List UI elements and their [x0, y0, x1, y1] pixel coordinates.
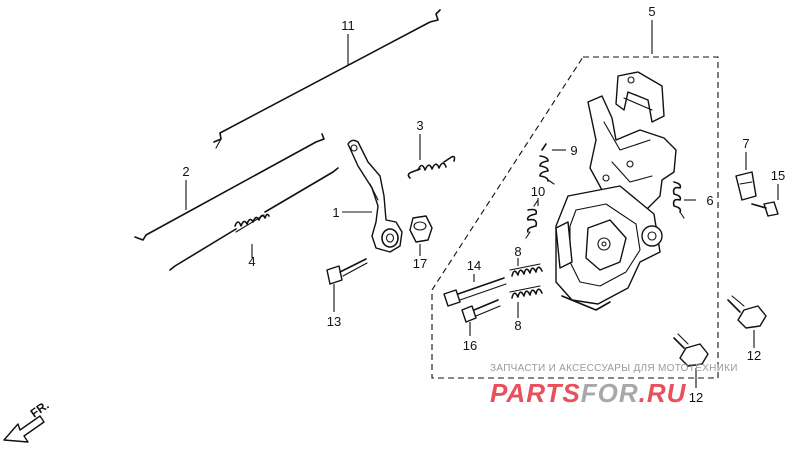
callout-13: 13	[327, 314, 341, 329]
rod-spring-4[interactable]	[169, 167, 339, 271]
callout-5: 5	[648, 4, 655, 19]
arrow-icon	[3, 415, 45, 443]
callout-2: 2	[182, 164, 189, 179]
callout-7: 7	[742, 136, 749, 151]
bolt-14[interactable]	[443, 277, 507, 307]
callout-6: 6	[706, 193, 713, 208]
spring-8-upper[interactable]	[509, 263, 543, 277]
callout-4: 4	[248, 254, 255, 269]
bolt-13[interactable]	[326, 258, 368, 285]
callout-14: 14	[467, 258, 481, 273]
watermark-brand: PARTSFOR.RU	[490, 378, 687, 408]
callout-9: 9	[570, 143, 577, 158]
callout-16: 16	[463, 338, 477, 353]
callout-11: 11	[341, 18, 355, 33]
watermark-brand-ru: .RU	[639, 378, 687, 408]
callout-8-upper: 8	[514, 244, 521, 259]
bolt-15[interactable]	[751, 201, 779, 217]
callout-12-right: 12	[747, 348, 761, 363]
lever-arm-1[interactable]	[347, 139, 403, 253]
spring-6[interactable]	[672, 181, 685, 219]
rod-2[interactable]	[134, 133, 325, 241]
front-direction-arrow: FR.	[3, 398, 52, 443]
callout-1: 1	[332, 205, 339, 220]
flange-bolt-12-lower[interactable]	[673, 333, 709, 367]
callout-8-lower: 8	[514, 318, 521, 333]
control-rod-11[interactable]	[213, 9, 441, 149]
callout-10: 10	[531, 184, 545, 199]
watermark-brand-for: FOR	[581, 378, 639, 408]
callout-12-lower: 12	[689, 390, 703, 405]
assembly-outline	[431, 56, 719, 379]
collar-17[interactable]	[409, 215, 433, 243]
callout-labels: 11 2 4 3 1 5 9 10 8 8 6 7 15 14 16 13 17…	[182, 4, 785, 405]
callout-3: 3	[416, 118, 423, 133]
watermark-brand-parts: PARTS	[490, 378, 581, 408]
watermark-caption: ЗАПЧАСТИ И АКСЕССУАРЫ ДЛЯ МОТОТЕХНИКИ	[490, 363, 738, 374]
leader-lines	[185, 20, 779, 388]
spring-8-lower[interactable]	[509, 285, 543, 299]
callout-17: 17	[413, 256, 427, 271]
watermark: ЗАПЧАСТИ И АКСЕССУАРЫ ДЛЯ МОТОТЕХНИКИ PA…	[490, 363, 738, 408]
direction-label: FR.	[28, 398, 52, 421]
bolt-16[interactable]	[461, 299, 501, 323]
spring-3[interactable]	[407, 155, 456, 179]
spring-9[interactable]	[539, 143, 555, 185]
flange-bolt-12-right[interactable]	[727, 295, 767, 329]
clip-7[interactable]	[735, 171, 757, 201]
bracket-assembly-5[interactable]	[555, 71, 677, 311]
spring-10[interactable]	[525, 199, 539, 239]
callout-15: 15	[771, 168, 785, 183]
